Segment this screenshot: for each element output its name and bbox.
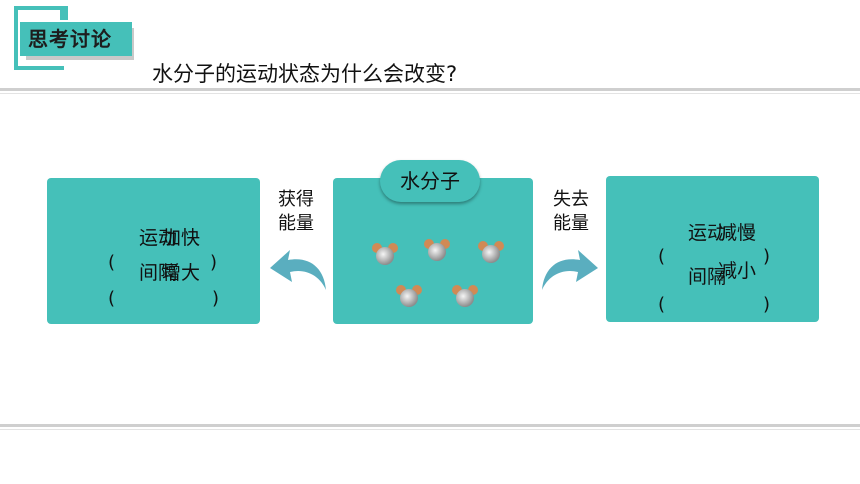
question-text: 水分子的运动状态为什么会改变?: [152, 62, 458, 86]
section-badge: 思考讨论: [20, 22, 132, 56]
bottom-divider: [0, 424, 860, 427]
lose-energy-line2: 能量: [553, 213, 589, 234]
top-divider-thin: [0, 93, 860, 94]
right-paren-open-2: (: [658, 294, 666, 315]
right-paren-open-1: (: [658, 246, 666, 267]
badge-frame: [14, 6, 68, 70]
gain-energy-label: 获得 能量: [271, 188, 321, 236]
water-molecule-label: 水分子: [380, 160, 480, 202]
right-line2-answer: 减小: [718, 260, 757, 282]
left-paren-open-1: (: [108, 252, 116, 273]
lose-energy-label: 失去 能量: [546, 188, 596, 236]
right-paren-close-1: ): [763, 246, 771, 267]
left-line1-answer: 加快: [162, 227, 201, 249]
top-divider: [0, 88, 860, 91]
lose-energy-line1: 失去: [553, 189, 589, 210]
curved-arrow-right-icon: [542, 250, 598, 290]
right-line1-answer: 减慢: [718, 222, 757, 244]
left-line2-answer: 增大: [162, 262, 201, 284]
gain-energy-line2: 能量: [278, 213, 314, 234]
water-molecule-icon: [372, 243, 398, 265]
right-paren-close-2: ): [763, 294, 771, 315]
right-line1-base: 运动: [688, 222, 727, 244]
gain-energy-line1: 获得: [278, 189, 314, 210]
water-molecule-icon: [424, 239, 450, 261]
curved-arrow-left-icon: [270, 250, 326, 290]
left-paren-open-2: (: [108, 288, 116, 309]
right-line2-base: 间隔: [688, 266, 727, 288]
left-line1-base: 运动: [139, 227, 178, 249]
left-line2-base: 间隔: [139, 262, 178, 284]
left-paren-close-2: ): [212, 288, 220, 309]
gain-energy-panel: [47, 178, 260, 324]
lose-energy-panel: [606, 176, 819, 322]
water-molecule-icon: [396, 285, 422, 307]
water-molecule-icon: [478, 241, 504, 263]
water-molecule-icon: [452, 285, 478, 307]
bottom-divider-thin: [0, 429, 860, 430]
left-paren-close-1: ): [210, 252, 218, 273]
molecule-group: [372, 239, 504, 307]
